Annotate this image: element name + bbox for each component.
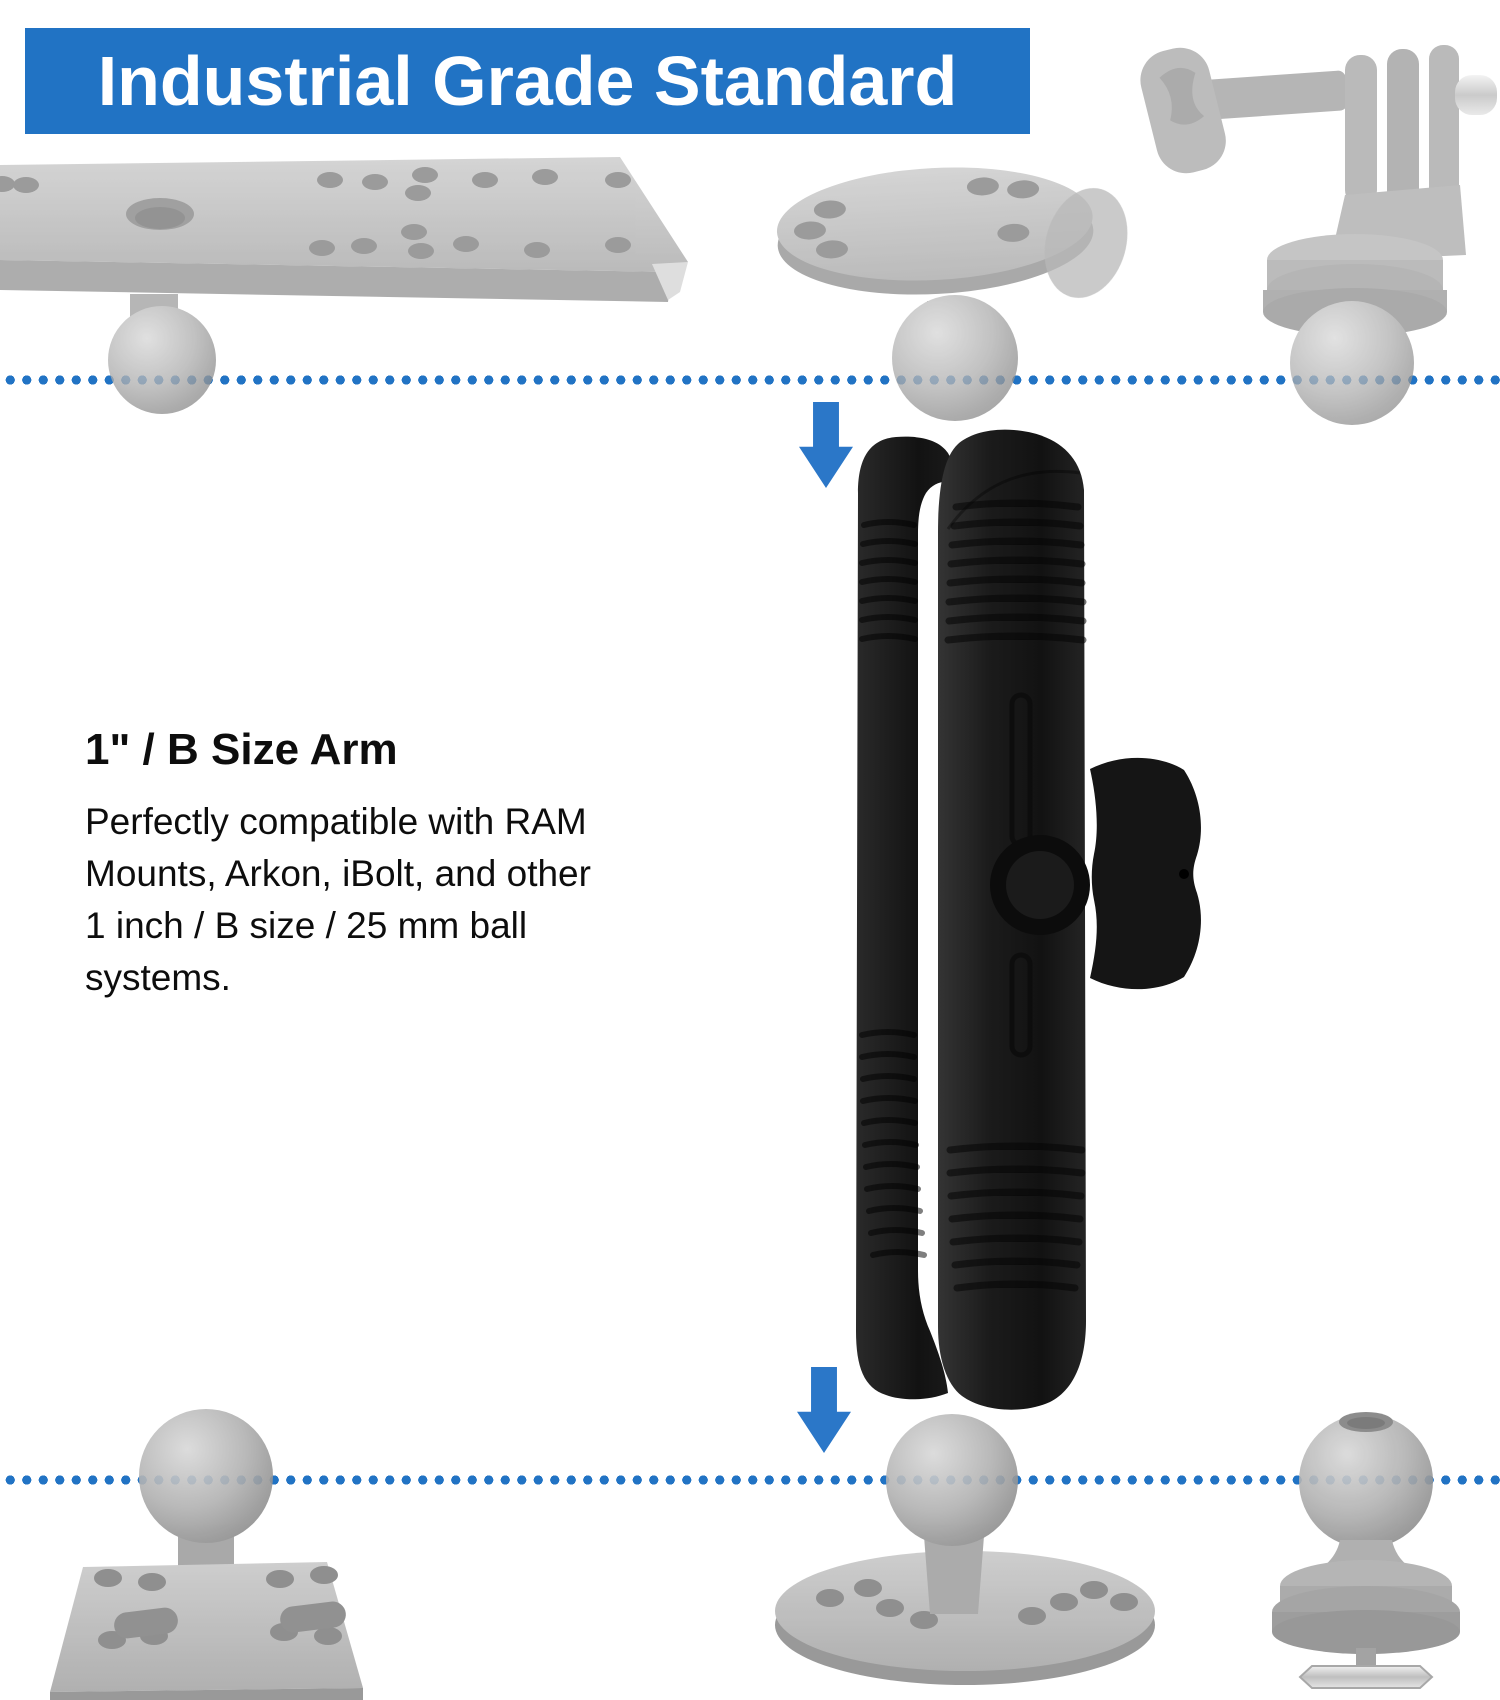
ball-track-adapter-image: [1242, 1402, 1500, 1700]
info-line-4: systems.: [85, 957, 231, 999]
plate-face: [50, 1562, 363, 1692]
plate-face: [0, 157, 688, 272]
flat-disc-plate: [1044, 188, 1128, 298]
square-plate-ball-mount-image: [28, 1398, 396, 1700]
rubber-ball: [892, 295, 1018, 421]
knob-bolt: [1006, 851, 1074, 919]
t-bolt-plate: [1298, 1665, 1434, 1689]
plate-screw-holes: [816, 1579, 1138, 1629]
info-line-2: Mounts, Arkon, iBolt, and other: [85, 853, 591, 895]
thumbscrew-notch: [1159, 67, 1205, 125]
info-text-block: 1" / B Size Arm Perfectly compatible wit…: [85, 725, 705, 1004]
arm-back-jaw: [856, 436, 960, 1400]
round-base: [1272, 1560, 1460, 1654]
front-jaw-ribs: [944, 499, 1087, 1292]
double-socket-arm-image: [788, 393, 1212, 1417]
rubber-ball: [1290, 301, 1414, 425]
socket-rim-line: [946, 469, 1081, 530]
info-line-1: Perfectly compatible with RAM: [85, 801, 587, 843]
thumbscrew-shaft: [1204, 70, 1348, 120]
round-plate-ball-mount-image: [770, 158, 1110, 428]
title-banner: Industrial Grade Standard: [25, 28, 1030, 134]
gopro-adapter-ball-mount-image: [1040, 25, 1500, 425]
plate-edge: [50, 1688, 363, 1700]
chrome-bolt-tip: [1455, 75, 1497, 115]
ball-neck: [924, 1536, 984, 1614]
rubber-ball: [886, 1414, 1018, 1546]
rubber-ball: [108, 306, 216, 414]
rectangular-plate-ball-mount-image: [0, 140, 692, 425]
rubber-ball: [1299, 1414, 1433, 1548]
gopro-fins: [1345, 45, 1459, 211]
dotted-guide-line-bottom: [0, 1474, 1500, 1486]
plate-screw-holes: [0, 167, 631, 259]
info-line-3: 1 inch / B size / 25 mm ball: [85, 905, 528, 947]
plate-edge: [0, 260, 672, 302]
plate-slots: [114, 1601, 346, 1639]
knob-pin-hole: [1179, 869, 1189, 879]
dotted-guide-line-top: [0, 374, 1500, 386]
banner-title: Industrial Grade Standard: [97, 42, 958, 120]
t-bolt-stem: [1356, 1648, 1376, 1668]
round-plate: [776, 167, 1094, 295]
tightening-knob: [1090, 757, 1201, 990]
plate-screw-holes: [793, 177, 1040, 259]
plate-center-hole-inner: [135, 207, 185, 229]
round-plate-ball-mount-image-bottom: [772, 1402, 1172, 1700]
info-heading: 1" / B Size Arm: [85, 725, 398, 774]
plate-bevel: [652, 262, 688, 300]
info-paragraph: Perfectly compatible with RAM Mounts, Ar…: [85, 796, 705, 1004]
rubber-ball: [139, 1409, 273, 1543]
back-jaw-ribs: [859, 519, 927, 1258]
ball-top-hole-inner: [1347, 1417, 1385, 1429]
